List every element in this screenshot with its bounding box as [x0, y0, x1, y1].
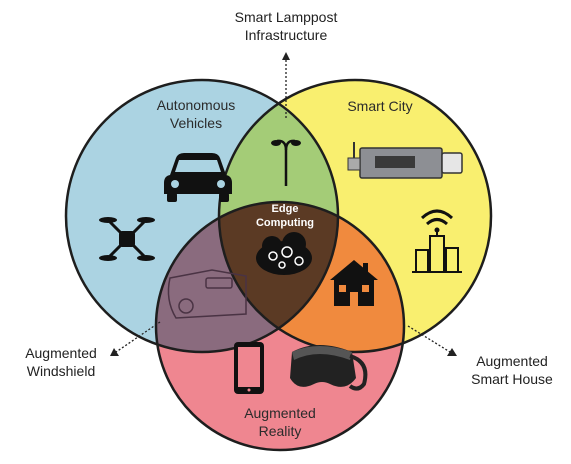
label-autonomous-vehicles: Autonomous Vehicles [136, 96, 256, 132]
outline-augmented-reality [154, 200, 406, 452]
streetlamp-heads [271, 140, 301, 146]
label-ar-line2: Reality [258, 423, 302, 439]
lamppost-device-icon [347, 142, 463, 179]
windshield-icon [167, 269, 247, 319]
tablet-icon [234, 342, 264, 394]
drone-icon [99, 217, 155, 261]
label-smart-city: Smart City [320, 97, 440, 115]
annotation-right-line2: Smart House [471, 371, 553, 387]
annotation-augmented-windshield: Augmented Windshield [6, 344, 116, 380]
annotation-smart-lamppost: Smart Lamppost Infrastructure [206, 8, 366, 44]
label-edge-line1: Edge [271, 203, 299, 215]
label-autonomous-line1: Autonomous [156, 97, 236, 113]
label-smart-city-line1: Smart City [347, 98, 413, 114]
label-edge-computing: Edge Computing [250, 202, 320, 230]
outline-smart-city [217, 78, 493, 354]
vr-headset-icon [290, 345, 368, 391]
label-augmented-reality: Augmented Reality [220, 404, 340, 440]
car-icon [164, 153, 232, 202]
city-buildings-icon [412, 228, 462, 273]
annotation-left-line2: Windshield [26, 363, 96, 379]
arrowhead-left [110, 348, 119, 356]
annotation-augmented-smart-house: Augmented Smart House [456, 352, 568, 388]
annotation-arrow-left [115, 321, 161, 353]
annotation-top-line1: Smart Lamppost [234, 9, 338, 25]
annotation-arrow-right [407, 325, 451, 353]
arrowhead-right [447, 348, 457, 356]
label-autonomous-line2: Vehicles [169, 115, 223, 131]
label-edge-line2: Computing [255, 217, 315, 229]
house-icon [330, 260, 378, 306]
annotation-left-line1: Augmented [25, 345, 97, 361]
label-ar-line1: Augmented [244, 405, 316, 421]
arrowhead-top [282, 52, 290, 60]
annotation-top-line2: Infrastructure [244, 27, 328, 43]
annotation-right-line1: Augmented [476, 353, 548, 369]
cloud-gears-icon [256, 232, 312, 275]
